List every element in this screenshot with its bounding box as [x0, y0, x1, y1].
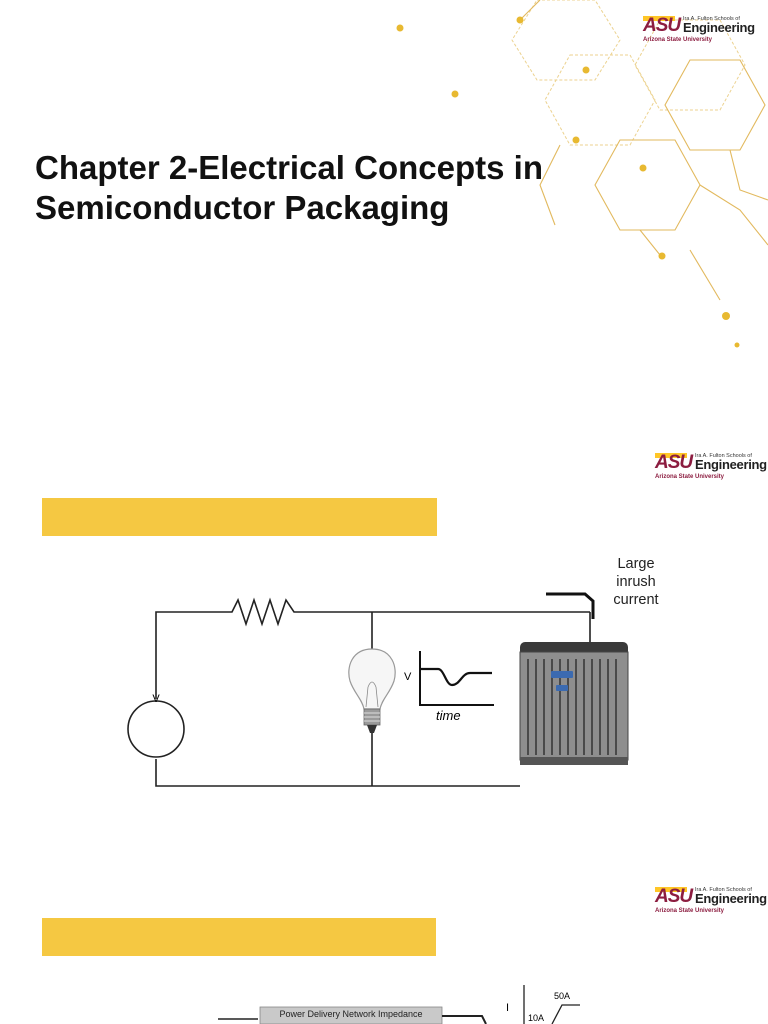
- logo-gold-stripe: [655, 887, 687, 892]
- logo-engineering-text: Engineering: [683, 20, 755, 35]
- hexagon-decoration: [396, 0, 768, 348]
- title-line-1: Chapter 2-Electrical Concepts in: [35, 149, 543, 186]
- light-bulb-icon: [348, 648, 396, 733]
- top-wire: [155, 597, 590, 699]
- voltage-source: [127, 700, 185, 758]
- logo-university-text: Arizona State University: [655, 908, 725, 914]
- current-axis-label: I: [506, 1002, 510, 1014]
- logo-asu-text: ASU: [643, 15, 681, 36]
- value-50a-label: 50A: [554, 991, 571, 1001]
- circuit-diagram: [127, 592, 629, 787]
- title-line-2: Semiconductor Packaging: [35, 189, 450, 226]
- logo-gold-stripe: [643, 16, 675, 21]
- voltage-source-label: V: [152, 693, 160, 705]
- logo-school-text: Ira A. Fulton Schools of: [695, 887, 752, 893]
- graph-v-label: V: [404, 671, 412, 683]
- logo-gold-stripe: [655, 453, 687, 458]
- page-title: Chapter 2-Electrical Concepts in Semicon…: [35, 148, 675, 228]
- voltage-graph: [419, 651, 494, 706]
- heading-placeholder-bar: [42, 498, 437, 536]
- logo-engineering-text: Engineering: [695, 891, 767, 906]
- inrush-callout-label: Large inrush current: [613, 556, 659, 608]
- logo-school-text: Ira A. Fulton Schools of: [683, 16, 740, 22]
- logo-asu-text: ASU: [655, 452, 693, 473]
- pdn-diagram: [218, 985, 580, 1024]
- heading-placeholder-bar: [42, 918, 436, 956]
- logo-asu-text: ASU: [655, 886, 693, 907]
- logo-university-text: Arizona State University: [643, 37, 713, 43]
- bottom-wire: [155, 759, 520, 787]
- logo-engineering-text: Engineering: [695, 457, 767, 472]
- asu-engineering-logo: ASU Ira A. Fulton Schools of Engineering…: [655, 452, 767, 483]
- asu-engineering-logo: ASU Ira A. Fulton Schools of Engineering…: [643, 15, 755, 46]
- graph-time-label: time: [436, 708, 461, 723]
- circuit-slide: ASU Ira A. Fulton Schools of Engineering…: [0, 437, 768, 857]
- pdn-impedance-label: Power Delivery Network Impedance: [279, 1009, 423, 1019]
- logo-university-text: Arizona State University: [655, 474, 725, 480]
- value-10a-label: 10A: [528, 1013, 545, 1023]
- callout-bracket: [546, 592, 595, 619]
- title-slide: ASU Ira A. Fulton Schools of Engineering…: [0, 0, 768, 350]
- ac-unit-icon: [519, 642, 629, 765]
- asu-engineering-logo: ASU Ira A. Fulton Schools of Engineering…: [655, 886, 767, 917]
- pdn-slide: ASU Ira A. Fulton Schools of Engineering…: [0, 877, 768, 1024]
- logo-school-text: Ira A. Fulton Schools of: [695, 453, 752, 459]
